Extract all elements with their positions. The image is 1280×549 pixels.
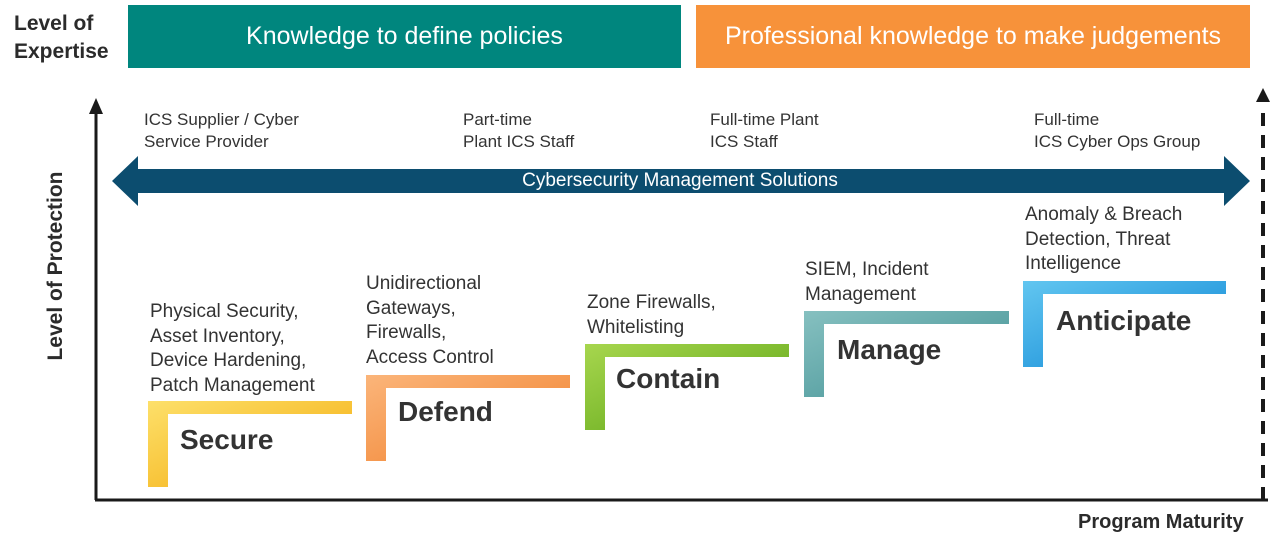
step-desc-anticipate: Anomaly & Breach Detection, Threat Intel… [1025, 204, 1183, 274]
banner-define-policies-text: Knowledge to define policies [246, 22, 563, 50]
step-shape-contain [585, 344, 789, 430]
maturity-axis-label: Program Maturity [1078, 511, 1244, 533]
role-supplier: ICS Supplier / Cyber Service Provider [144, 110, 299, 151]
role-cyber-ops-group: Full-time ICS Cyber Ops Group [1034, 110, 1201, 151]
step-shape-manage [804, 311, 1009, 397]
step-name-contain: Contain [616, 363, 721, 394]
step-desc-secure: Physical Security, Asset Inventory, Devi… [150, 301, 315, 396]
step-desc-contain: Zone Firewalls, Whitelisting [587, 292, 716, 338]
solutions-double-arrow [112, 156, 1250, 206]
step-shape-secure [148, 401, 352, 487]
role-full-time-staff: Full-time Plant ICS Staff [710, 110, 819, 151]
step-name-manage: Manage [837, 334, 942, 365]
y-axis-arrowhead [89, 98, 103, 114]
step-name-secure: Secure [180, 424, 274, 455]
role-part-time-staff: Part-time Plant ICS Staff [463, 110, 575, 151]
banner-professional-judgement-text: Professional knowledge to make judgement… [724, 22, 1222, 50]
dashed-line-arrowhead [1256, 88, 1270, 102]
step-name-defend: Defend [398, 396, 493, 427]
step-desc-defend: Unidirectional Gateways, Firewalls, Acce… [366, 273, 494, 368]
banner-define-policies: Knowledge to define policies [128, 5, 681, 68]
protection-axis-label-text: Level of Protection [44, 171, 67, 361]
banner-professional-judgement: Professional knowledge to make judgement… [696, 5, 1250, 68]
step-desc-manage: SIEM, Incident Management [805, 259, 929, 305]
step-shape-defend [366, 375, 570, 461]
solutions-bar-label: Cybersecurity Management Solutions [522, 170, 838, 191]
step-shape-anticipate [1023, 281, 1226, 367]
expertise-axis-label: Level of Expertise [14, 12, 109, 63]
step-name-anticipate: Anticipate [1056, 305, 1192, 336]
